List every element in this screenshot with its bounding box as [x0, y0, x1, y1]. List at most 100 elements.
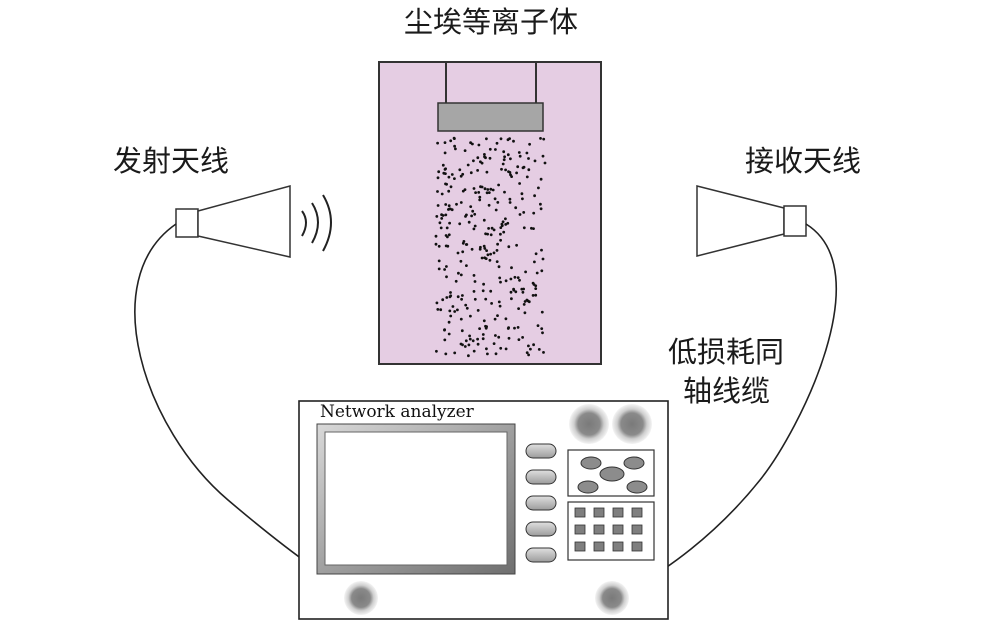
- dust-particle: [493, 197, 497, 201]
- keypad-key[interactable]: [593, 507, 605, 518]
- dust-particle: [453, 177, 456, 181]
- dust-particle: [501, 220, 505, 224]
- dust-particle: [448, 221, 451, 225]
- dust-particle: [522, 303, 526, 306]
- dust-particle: [463, 345, 467, 348]
- keypad-key[interactable]: [631, 507, 643, 518]
- dust-particle: [450, 173, 454, 176]
- dust-particle: [482, 244, 486, 248]
- analyzer-button-3[interactable]: [525, 495, 557, 511]
- dust-particle: [488, 147, 492, 151]
- dust-particle: [472, 290, 476, 293]
- dust-particle: [502, 158, 506, 162]
- dust-particle: [496, 201, 500, 204]
- dust-particle: [483, 247, 487, 250]
- keypad-key[interactable]: [593, 541, 605, 552]
- dust-particle: [530, 226, 533, 230]
- dust-particle: [467, 354, 470, 358]
- dust-particle: [459, 317, 463, 321]
- dust-particle: [473, 224, 477, 228]
- keypad-key[interactable]: [612, 524, 624, 535]
- keypad-key[interactable]: [612, 507, 624, 518]
- analyzer-control-pad: [567, 449, 655, 497]
- dust-particle: [522, 287, 525, 291]
- dust-particle: [518, 278, 521, 282]
- dust-particle: [439, 226, 443, 230]
- keypad-key[interactable]: [631, 541, 643, 552]
- dust-particle: [533, 194, 536, 198]
- dust-particle: [481, 289, 485, 293]
- dust-particle: [490, 302, 493, 305]
- dust-particle: [443, 338, 447, 342]
- dust-particle: [504, 168, 507, 172]
- dust-particle: [480, 185, 484, 189]
- keypad-key[interactable]: [612, 541, 624, 552]
- dust-particle: [447, 320, 451, 324]
- dust-particle: [456, 308, 459, 312]
- keypad-key[interactable]: [574, 524, 586, 535]
- analyzer-port-left[interactable]: [344, 581, 378, 615]
- control-pad-key-center[interactable]: [599, 466, 625, 482]
- transmit-antenna-feed: [175, 208, 199, 238]
- dust-particle: [453, 137, 456, 141]
- dust-particle: [466, 163, 470, 167]
- analyzer-button-2[interactable]: [525, 469, 557, 485]
- analyzer-button-4[interactable]: [525, 521, 557, 537]
- dust-particle: [483, 155, 486, 159]
- analyzer-button-5[interactable]: [525, 547, 557, 563]
- dust-particle: [480, 256, 484, 260]
- receive-antenna-feed: [783, 205, 807, 237]
- dust-particle: [518, 154, 522, 158]
- dust-particle: [447, 189, 451, 193]
- dust-particle: [459, 273, 463, 277]
- dust-particle: [436, 204, 440, 207]
- control-pad-key-top-left[interactable]: [580, 456, 602, 470]
- cable-label-line1: 低损耗同: [668, 335, 785, 369]
- dust-particle: [527, 353, 530, 357]
- dust-particle: [517, 338, 521, 341]
- dust-particle: [499, 346, 503, 350]
- dust-particle: [533, 159, 537, 163]
- dust-particle: [537, 348, 541, 351]
- dust-particle: [540, 327, 544, 330]
- dust-particle: [477, 143, 481, 147]
- dust-particle: [455, 202, 458, 206]
- dust-particle: [476, 169, 479, 172]
- radio-wave-outer: [322, 194, 332, 252]
- dust-particle: [471, 142, 474, 146]
- analyzer-port-right[interactable]: [595, 581, 629, 615]
- dust-particle: [499, 226, 503, 230]
- keypad-key[interactable]: [574, 541, 586, 552]
- dust-particle: [527, 157, 530, 160]
- dust-particle: [507, 170, 510, 174]
- dust-particle: [472, 159, 475, 163]
- dust-particle: [492, 342, 496, 345]
- dust-particle: [485, 170, 489, 174]
- dust-particle: [440, 213, 443, 217]
- keypad-key[interactable]: [593, 524, 605, 535]
- dust-particle: [531, 294, 535, 297]
- control-pad-key-top-right[interactable]: [623, 456, 645, 470]
- keypad-key[interactable]: [631, 524, 643, 535]
- dust-particle: [531, 281, 535, 285]
- dust-particle: [441, 163, 445, 167]
- dust-particle: [463, 149, 467, 153]
- dust-particle: [541, 154, 545, 158]
- analyzer-knob-left[interactable]: [569, 404, 609, 444]
- dust-particle: [537, 186, 540, 190]
- keypad-key[interactable]: [574, 507, 586, 518]
- dust-particle: [485, 325, 488, 329]
- dust-particle: [540, 310, 544, 314]
- control-pad-key-bottom-left[interactable]: [577, 480, 599, 494]
- dust-particle: [504, 347, 508, 351]
- control-pad-key-bottom-right[interactable]: [626, 480, 648, 494]
- dust-particle: [464, 339, 468, 343]
- dust-particle: [487, 227, 490, 230]
- analyzer-knob-right[interactable]: [612, 404, 652, 444]
- dust-particle: [473, 280, 477, 283]
- analyzer-button-1[interactable]: [525, 443, 557, 459]
- dust-particle: [465, 264, 468, 267]
- dust-particle: [525, 151, 529, 155]
- dust-particle: [499, 137, 503, 141]
- dust-particle: [435, 349, 438, 353]
